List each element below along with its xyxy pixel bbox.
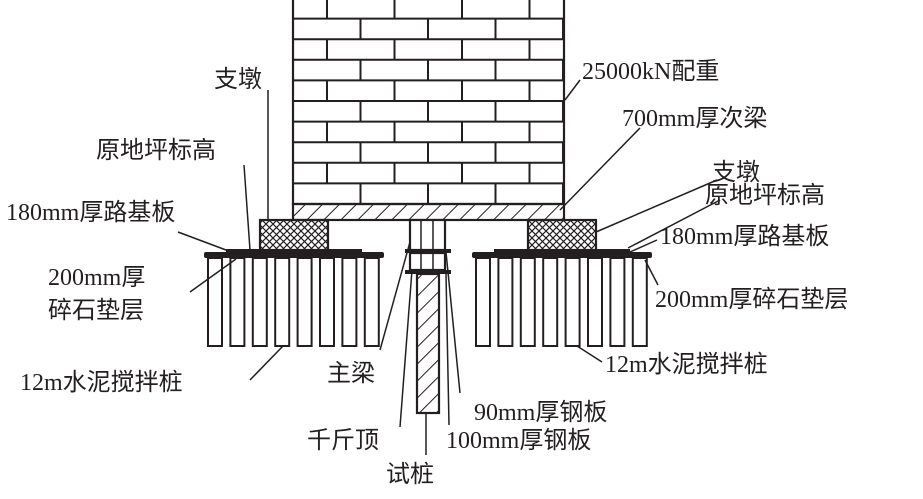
pier-right xyxy=(526,218,598,252)
pile-left xyxy=(296,257,313,347)
pile-right xyxy=(609,257,626,347)
pile-left xyxy=(363,257,380,347)
pile-left xyxy=(229,257,246,347)
label-main-beam: 主梁 xyxy=(327,360,375,387)
label-test-pile: 试桩 xyxy=(386,461,434,488)
label-steel-plate-100: 100mm厚钢板 xyxy=(446,427,591,454)
label-base-plate-right: 180mm厚路基板 xyxy=(660,223,829,250)
pile-left xyxy=(274,257,291,347)
label-secondary-beam: 700mm厚次梁 xyxy=(622,105,767,132)
base-plate-left xyxy=(204,252,384,258)
pile-left xyxy=(207,257,223,347)
label-steel-plate-90: 90mm厚钢板 xyxy=(474,399,607,426)
counterweight-brick-wall xyxy=(291,0,566,206)
label-gravel-left-1: 200mm厚 xyxy=(48,265,145,291)
pile-left xyxy=(341,257,358,347)
pile-right xyxy=(564,257,581,347)
label-ground-level-left: 原地坪标高 xyxy=(96,137,216,164)
gravel-layer-right xyxy=(494,249,630,252)
label-ground-level-right: 原地坪标高 xyxy=(705,182,825,209)
label-piles-left: 12m水泥搅拌桩 xyxy=(20,369,183,396)
secondary-beam xyxy=(291,202,566,222)
label-pier-left: 支墩 xyxy=(214,66,262,93)
label-piles-right: 12m水泥搅拌桩 xyxy=(605,351,768,378)
leader-lines xyxy=(177,79,721,455)
pile-right xyxy=(519,257,536,347)
label-base-plate-left: 180mm厚路基板 xyxy=(6,199,175,226)
pile-right xyxy=(542,257,559,347)
label-gravel-right: 200mm厚碎石垫层 xyxy=(655,286,848,313)
pile-right xyxy=(497,257,514,347)
label-counterweight: 25000kN配重 xyxy=(582,58,719,85)
label-jack: 千斤顶 xyxy=(307,427,379,454)
steel-plate-90 xyxy=(405,249,451,253)
gravel-layer-left xyxy=(226,249,362,252)
pile-left xyxy=(319,257,335,347)
label-pier-right: 支墩 xyxy=(712,159,760,186)
pile-right xyxy=(587,257,603,347)
jack-assembly xyxy=(405,218,451,274)
label-gravel-left-2: 碎石垫层 xyxy=(48,297,144,324)
steel-plate-100 xyxy=(405,270,451,274)
test-pile xyxy=(415,272,441,415)
cement-mixing-piles xyxy=(207,257,648,347)
pile-left xyxy=(251,257,268,347)
pier-left xyxy=(258,218,330,252)
pile-right xyxy=(475,257,491,347)
base-plate-right xyxy=(472,252,652,258)
pile-right xyxy=(631,257,648,347)
